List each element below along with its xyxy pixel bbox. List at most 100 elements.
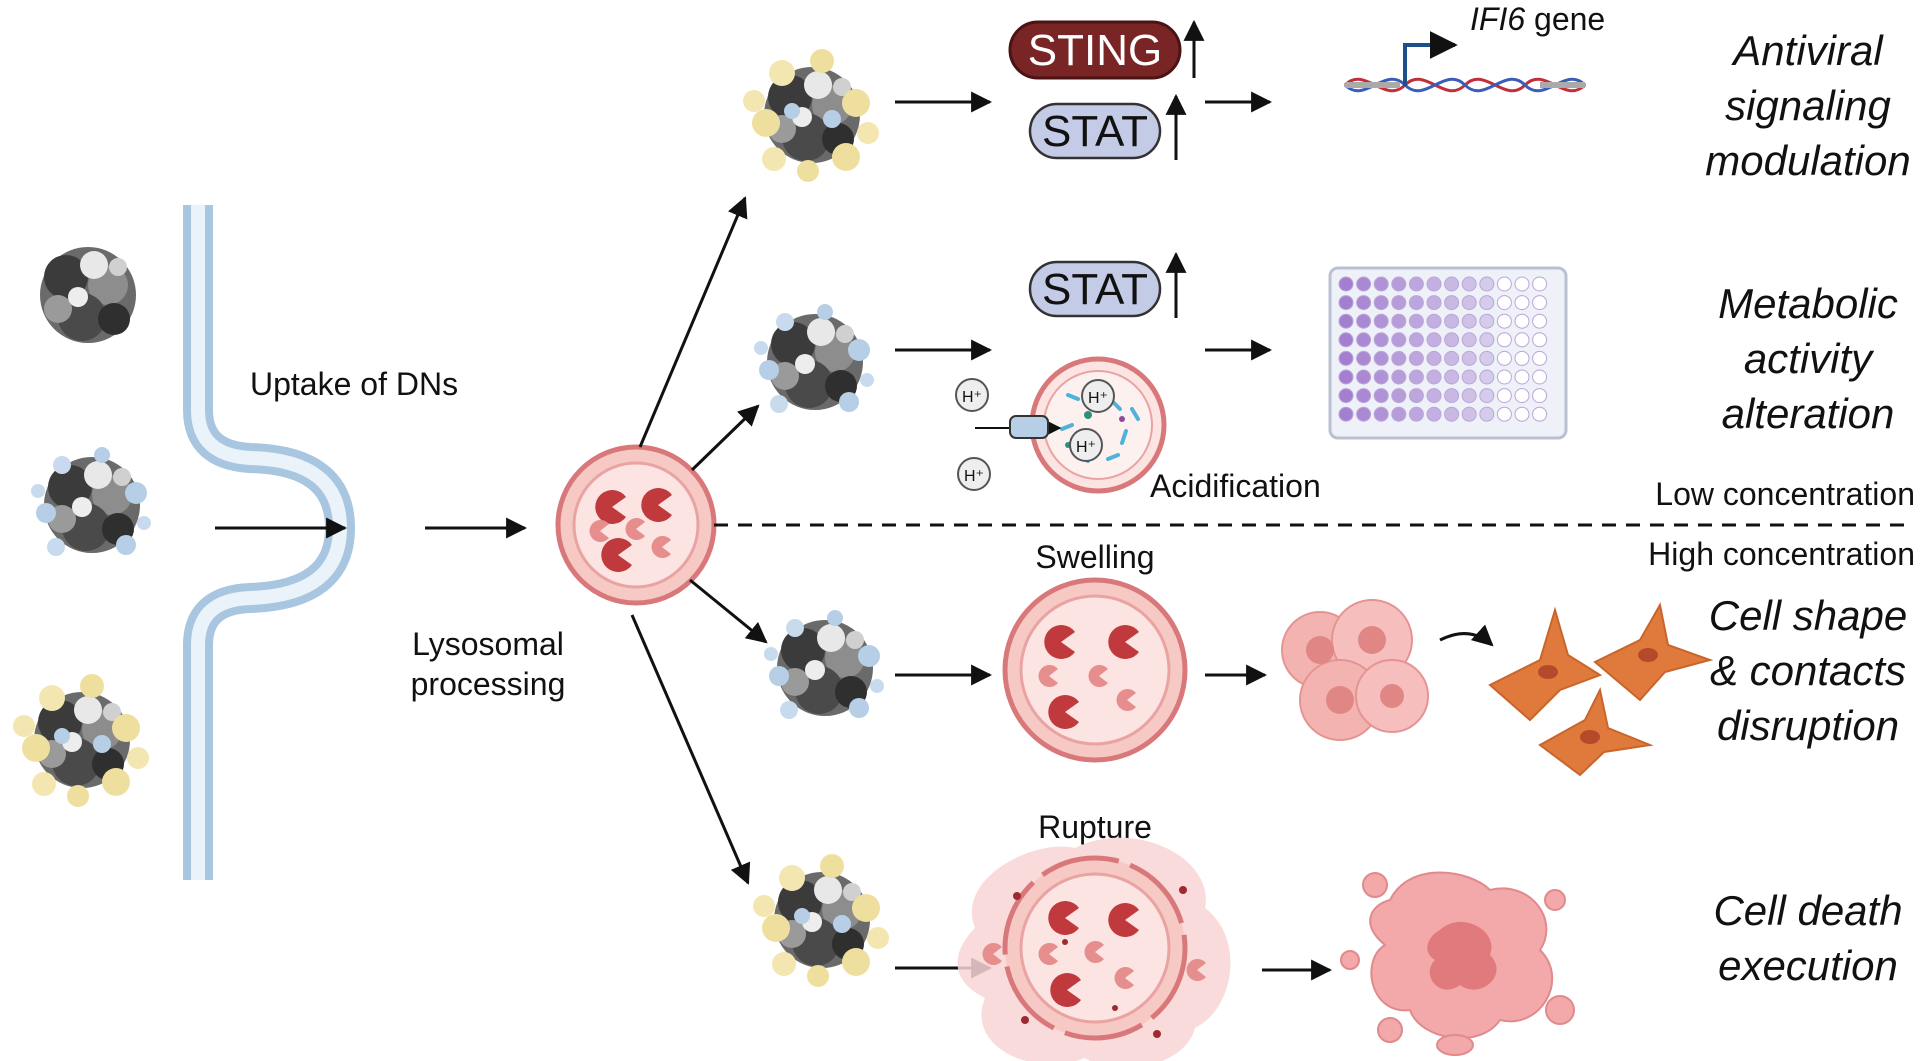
plate-well xyxy=(1391,369,1407,385)
plate-well xyxy=(1461,276,1477,292)
plate-well xyxy=(1479,276,1495,292)
plate-well xyxy=(1373,369,1389,385)
plate-well xyxy=(1514,369,1530,385)
plate-well xyxy=(1356,313,1372,329)
stat-text-1: STAT xyxy=(1042,107,1148,156)
plate-well xyxy=(1373,313,1389,329)
spread-arrow xyxy=(1439,624,1494,647)
plate-well xyxy=(1479,406,1495,422)
cell-membrane xyxy=(183,205,356,880)
plate-well xyxy=(1444,332,1460,348)
plate-well xyxy=(1391,350,1407,366)
plate-well xyxy=(1461,388,1477,404)
acidification-label: Acidification xyxy=(1150,468,1321,504)
plate-well xyxy=(1444,313,1460,329)
stat-marker-2: STAT xyxy=(1028,260,1162,318)
plate-well xyxy=(1479,350,1495,366)
plate-well xyxy=(1532,332,1548,348)
plate-well xyxy=(1496,313,1512,329)
plate-well xyxy=(1426,295,1442,311)
outcome-3-line-2: & contacts xyxy=(1710,647,1906,694)
plate-well xyxy=(1461,350,1477,366)
plate-well xyxy=(1496,295,1512,311)
plate-well xyxy=(1444,406,1460,422)
plate-well xyxy=(1461,295,1477,311)
stat-text-2: STAT xyxy=(1042,265,1148,314)
plate-well xyxy=(1532,313,1548,329)
sting-text: STING xyxy=(1028,26,1162,75)
plate-well xyxy=(1356,295,1372,311)
plate-well xyxy=(1514,276,1530,292)
plate-well xyxy=(1496,332,1512,348)
outcome-2-line-2: activity xyxy=(1744,335,1875,382)
plate-well xyxy=(1532,350,1548,366)
svg-text:H⁺: H⁺ xyxy=(964,468,984,485)
plate-well xyxy=(1444,369,1460,385)
spread-cells xyxy=(1488,602,1714,777)
plate-well xyxy=(1338,332,1354,348)
svg-text:H⁺: H⁺ xyxy=(962,389,982,406)
outcome-2-line-1: Metabolic xyxy=(1718,280,1898,327)
plate-well xyxy=(1408,369,1424,385)
lysosomal-label-1: Lysosomal xyxy=(412,626,564,662)
plate-well xyxy=(1373,388,1389,404)
plate-well xyxy=(1479,332,1495,348)
svg-text:H⁺: H⁺ xyxy=(1076,439,1096,456)
plate-well xyxy=(1356,388,1372,404)
outcome-1-line-1: Antiviral xyxy=(1730,27,1884,74)
ruptured-lysosome xyxy=(957,837,1231,1061)
swollen-lysosome xyxy=(1002,577,1188,763)
row4-nanoparticle xyxy=(753,854,889,987)
plate-well xyxy=(1356,276,1372,292)
plate-well xyxy=(1373,332,1389,348)
plate-well xyxy=(1391,388,1407,404)
outcome-3-line-1: Cell shape xyxy=(1709,592,1907,639)
plate-well xyxy=(1338,295,1354,311)
apoptotic-cell xyxy=(1340,871,1575,1056)
plate-well xyxy=(1496,406,1512,422)
plate-well xyxy=(1479,369,1495,385)
plate-well xyxy=(1391,295,1407,311)
plate-well xyxy=(1426,332,1442,348)
svg-text:H⁺: H⁺ xyxy=(1088,390,1108,407)
plate-well xyxy=(1373,350,1389,366)
stat-marker-1: STAT xyxy=(1028,102,1162,160)
nanoparticle-gray xyxy=(40,247,136,343)
promoter-arrow xyxy=(1403,31,1458,86)
plate-well xyxy=(1391,276,1407,292)
ifi6-gene-label: IFI6 gene xyxy=(1470,1,1605,37)
lysosomal-label-2: processing xyxy=(411,666,566,702)
row3-nanoparticle xyxy=(764,610,884,719)
low-concentration-label: Low concentration xyxy=(1655,476,1915,512)
plate-well xyxy=(1408,295,1424,311)
arrow-branch-4 xyxy=(630,614,751,885)
plate-well xyxy=(1373,276,1389,292)
proton-badges: H⁺ H⁺ H⁺ H⁺ xyxy=(955,378,1115,491)
plate-well xyxy=(1373,406,1389,422)
plate-well xyxy=(1514,295,1530,311)
outcome-1-line-3: modulation xyxy=(1705,137,1910,184)
central-lysosome xyxy=(555,444,717,606)
plate-well xyxy=(1514,313,1530,329)
arrow-branch-3 xyxy=(689,578,768,644)
plate-well xyxy=(1408,313,1424,329)
outcome-4-line-2: execution xyxy=(1718,942,1898,989)
plate-well xyxy=(1514,406,1530,422)
arrow-branch-1 xyxy=(638,196,748,448)
plate-well xyxy=(1461,332,1477,348)
plate-well xyxy=(1391,313,1407,329)
plate-well xyxy=(1514,350,1530,366)
plate-well xyxy=(1461,406,1477,422)
proton-pump xyxy=(1009,415,1049,439)
plate-well xyxy=(1391,406,1407,422)
plate-well xyxy=(1408,388,1424,404)
plate-well xyxy=(1479,313,1495,329)
plate-well xyxy=(1479,388,1495,404)
plate-well xyxy=(1356,406,1372,422)
plate-well xyxy=(1514,332,1530,348)
plate-well xyxy=(1408,276,1424,292)
outcome-2-line-3: alteration xyxy=(1722,390,1895,437)
outcome-4-line-1: Cell death xyxy=(1713,887,1902,934)
plate-well xyxy=(1338,388,1354,404)
